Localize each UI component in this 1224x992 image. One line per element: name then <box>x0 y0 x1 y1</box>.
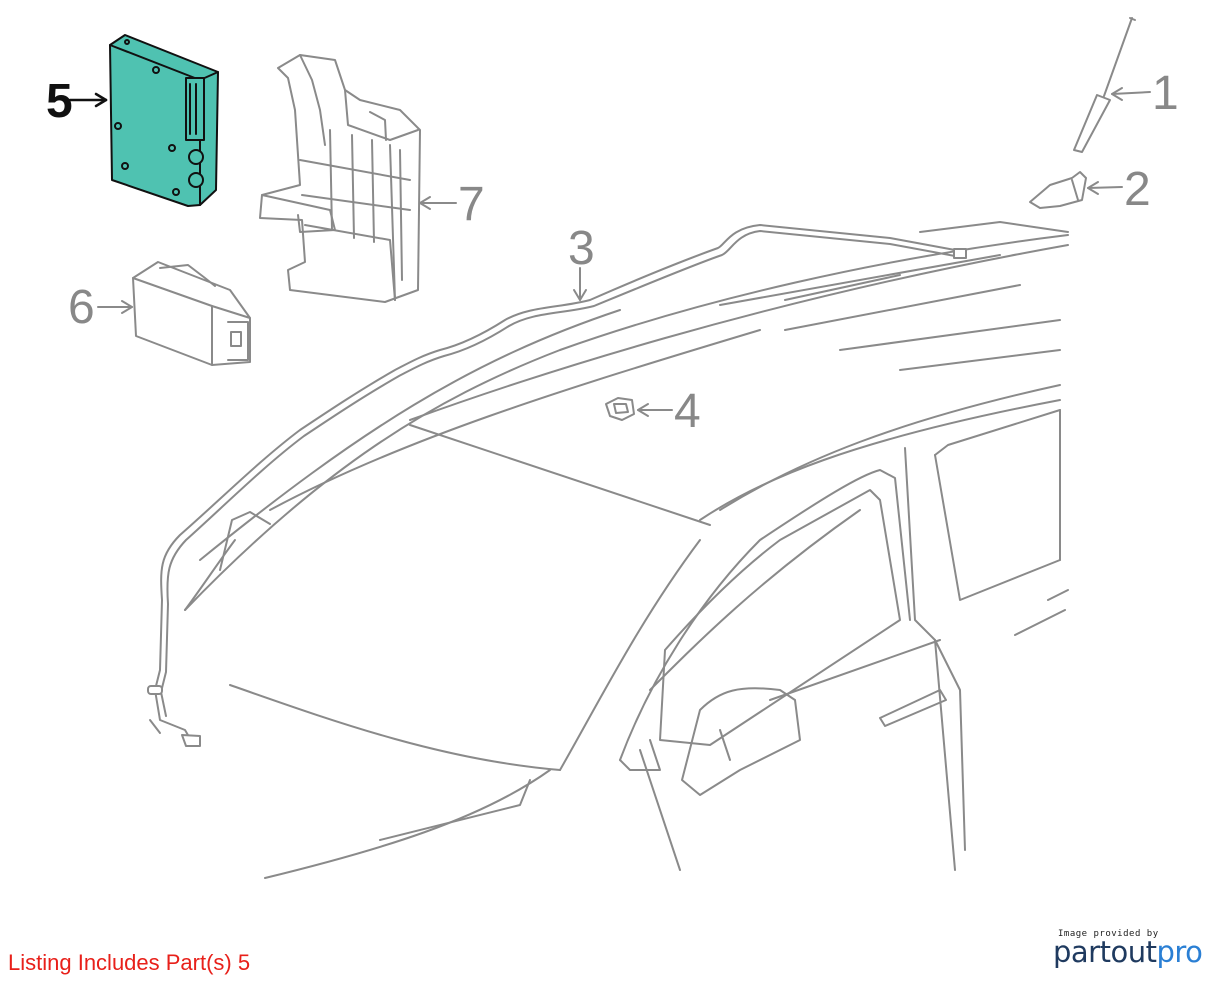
callout-7: 7 <box>458 178 485 231</box>
antenna-base <box>1029 171 1087 209</box>
brand-logo-part1: partout <box>1053 935 1157 969</box>
image-credit: Image provided by <box>1058 929 1159 939</box>
callout-6: 6 <box>68 281 95 334</box>
callout-5: 5 <box>46 75 73 128</box>
antenna-cable <box>147 224 967 747</box>
listing-note: Listing Includes Part(s) 5 <box>8 950 251 975</box>
antenna-mast <box>1073 17 1136 153</box>
bracket-7 <box>259 54 421 303</box>
callout-4: 4 <box>674 385 701 438</box>
highlighted-module-5 <box>68 34 219 207</box>
leader-arrows <box>97 87 1151 417</box>
brand-logo: partoutpro <box>1053 935 1203 969</box>
control-module-6 <box>132 261 251 366</box>
callout-3: 3 <box>568 222 595 275</box>
clip-nut <box>605 397 635 421</box>
brand-logo-part2: pro <box>1156 935 1203 969</box>
vehicle-body <box>184 221 1069 879</box>
callout-2: 2 <box>1124 163 1151 216</box>
callout-1: 1 <box>1152 67 1179 120</box>
